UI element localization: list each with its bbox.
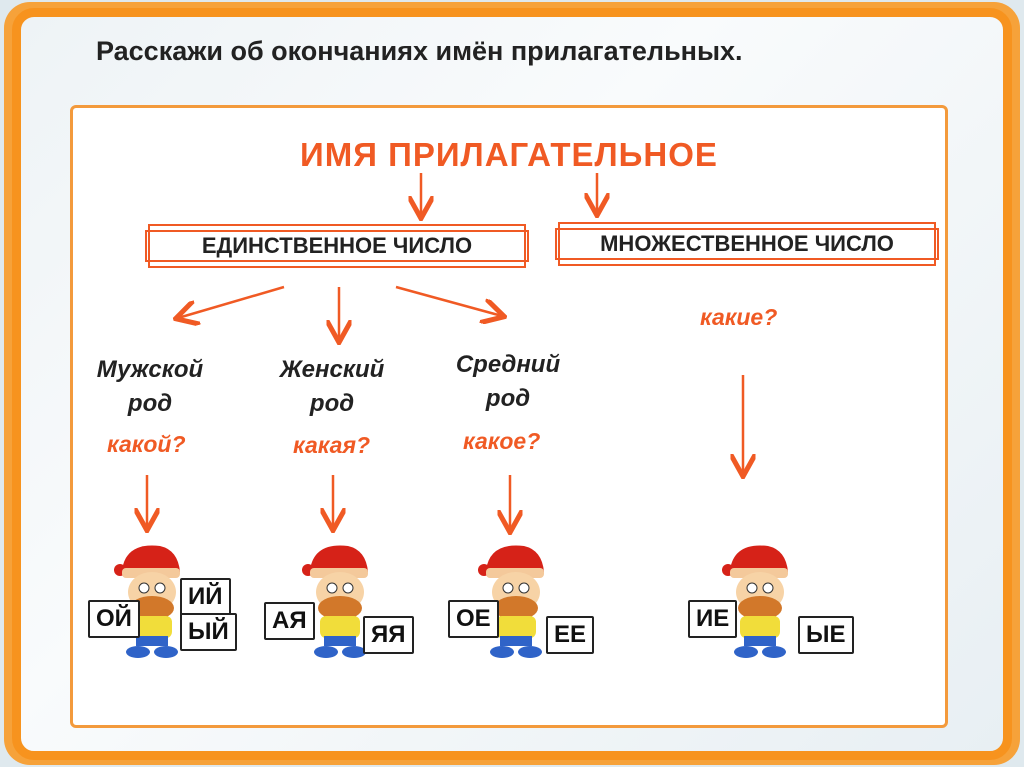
ending-card: ИЕ bbox=[688, 600, 738, 638]
arrow-to-neuter bbox=[395, 285, 502, 316]
ending-card: ЕЕ bbox=[546, 616, 595, 654]
ending-card: АЯ bbox=[264, 602, 315, 640]
ending-card: ЫЕ bbox=[798, 616, 854, 654]
ending-card: ЫЙ bbox=[180, 613, 237, 651]
question-neuter: какое? bbox=[463, 428, 541, 454]
gender-feminine: Женский род bbox=[279, 356, 385, 417]
question-plural: какие? bbox=[700, 304, 778, 330]
gender-masculine: Мужской род bbox=[96, 356, 204, 417]
main-title: ИМЯ ПРИЛАГАТЕЛЬНОЕ bbox=[300, 136, 718, 173]
singular-box: ЕДИНСТВЕННОЕ ЧИСЛО bbox=[145, 224, 529, 268]
plural-box: МНОЖЕСТВЕННОЕ ЧИСЛО bbox=[555, 222, 939, 266]
ending-card: ИЙ bbox=[180, 578, 231, 616]
question-feminine: какая? bbox=[293, 432, 371, 458]
ending-card: ОЙ bbox=[88, 600, 140, 638]
ending-card: ЯЯ bbox=[363, 616, 414, 654]
gender-neuter: Средний род bbox=[455, 351, 561, 412]
slide-title: Расскажи об окончаниях имён прилагательн… bbox=[96, 36, 743, 66]
question-masculine: какой? bbox=[107, 431, 186, 457]
arrow-to-masculine bbox=[178, 285, 285, 318]
ending-card: ОЕ bbox=[448, 600, 499, 638]
